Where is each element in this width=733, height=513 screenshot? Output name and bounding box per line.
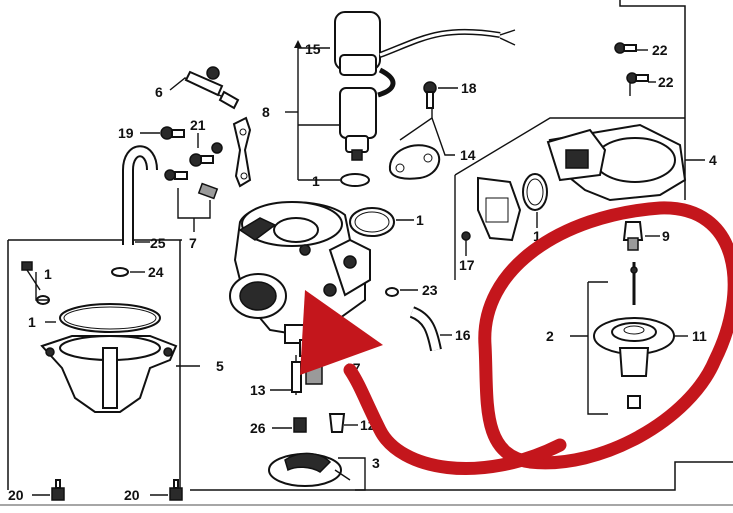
- callout-15: 15: [305, 41, 321, 57]
- red-arrow-head: [300, 290, 383, 375]
- callout-17-right: 17: [459, 257, 475, 273]
- right-bracket-frame: [454, 117, 685, 280]
- callout-1-gasket: 1: [28, 314, 36, 330]
- part-8-valve: [339, 87, 377, 187]
- red-arrow-curve: [343, 363, 567, 476]
- callout-4: 4: [709, 152, 717, 168]
- part-6-screw: [169, 66, 240, 110]
- callout-1-left: 1: [44, 266, 52, 282]
- part-9-needle-holder: [622, 221, 660, 251]
- part-gasket-plate: [477, 176, 522, 242]
- part-17-right-screw: [461, 231, 471, 256]
- part-15-connector: [334, 11, 516, 98]
- part-23-clip: [385, 287, 418, 297]
- callout-1-sensor: 1: [312, 173, 320, 189]
- callout-16: 16: [455, 327, 471, 343]
- part-2-11-diaphragm-group: [570, 262, 688, 415]
- part-20-left-screw: [32, 479, 65, 501]
- callout-7: 7: [189, 235, 197, 251]
- callout-23: 23: [422, 282, 438, 298]
- callout-19: 19: [118, 125, 134, 141]
- part-16-tube: [409, 306, 452, 352]
- callout-26: 26: [250, 420, 266, 436]
- part-26-jet: [272, 417, 307, 433]
- callout-6: 6: [155, 84, 163, 100]
- leader-8-15: [285, 40, 340, 181]
- part-7-springs: [164, 169, 219, 232]
- carburetor-body: [229, 201, 371, 357]
- callout-20-b: 20: [124, 487, 140, 503]
- part-1-right-oring: [522, 173, 548, 228]
- callout-25: 25: [150, 235, 166, 251]
- callout-13: 13: [250, 382, 266, 398]
- callout-22-b: 22: [658, 74, 674, 90]
- part-1-center-oring: [349, 207, 414, 237]
- callout-20-a: 20: [8, 487, 24, 503]
- bracket: [232, 116, 252, 188]
- callout-24: 24: [148, 264, 164, 280]
- callout-2: 2: [546, 328, 554, 344]
- callout-22-a: 22: [652, 42, 668, 58]
- callout-8: 8: [262, 104, 270, 120]
- part-21-screw: [189, 133, 223, 167]
- part-24-clip: [111, 267, 145, 277]
- callout-21: 21: [190, 117, 206, 133]
- part-25-hose: [122, 145, 158, 245]
- part-20-right-screw: [150, 479, 183, 501]
- red-annotation: [300, 201, 733, 476]
- part-19-screw: [140, 126, 185, 140]
- part-18-screw: [423, 81, 458, 109]
- callout-9: 9: [662, 228, 670, 244]
- callout-18: 18: [461, 80, 477, 96]
- callout-labels: 15 8 1 18 14 6 19 21 7 25 24 1 1 5 1 4 1…: [8, 41, 717, 503]
- part-1-left-screw: [21, 261, 50, 305]
- callout-1-right: 1: [533, 228, 541, 244]
- part-5-float-bowl: [40, 335, 200, 413]
- part-1-gasket: [45, 303, 161, 333]
- part-14-plate: [388, 108, 455, 180]
- red-highlight-circle: [478, 201, 733, 470]
- part-22-screws: [614, 42, 656, 96]
- callout-11: 11: [692, 328, 707, 344]
- callout-1-center: 1: [416, 212, 424, 228]
- part-4-cover: [546, 123, 705, 202]
- part-12-jet: [328, 413, 358, 433]
- callout-3: 3: [372, 455, 380, 471]
- callout-14: 14: [460, 147, 476, 163]
- part-3-float: [268, 452, 366, 491]
- callout-5: 5: [216, 358, 224, 374]
